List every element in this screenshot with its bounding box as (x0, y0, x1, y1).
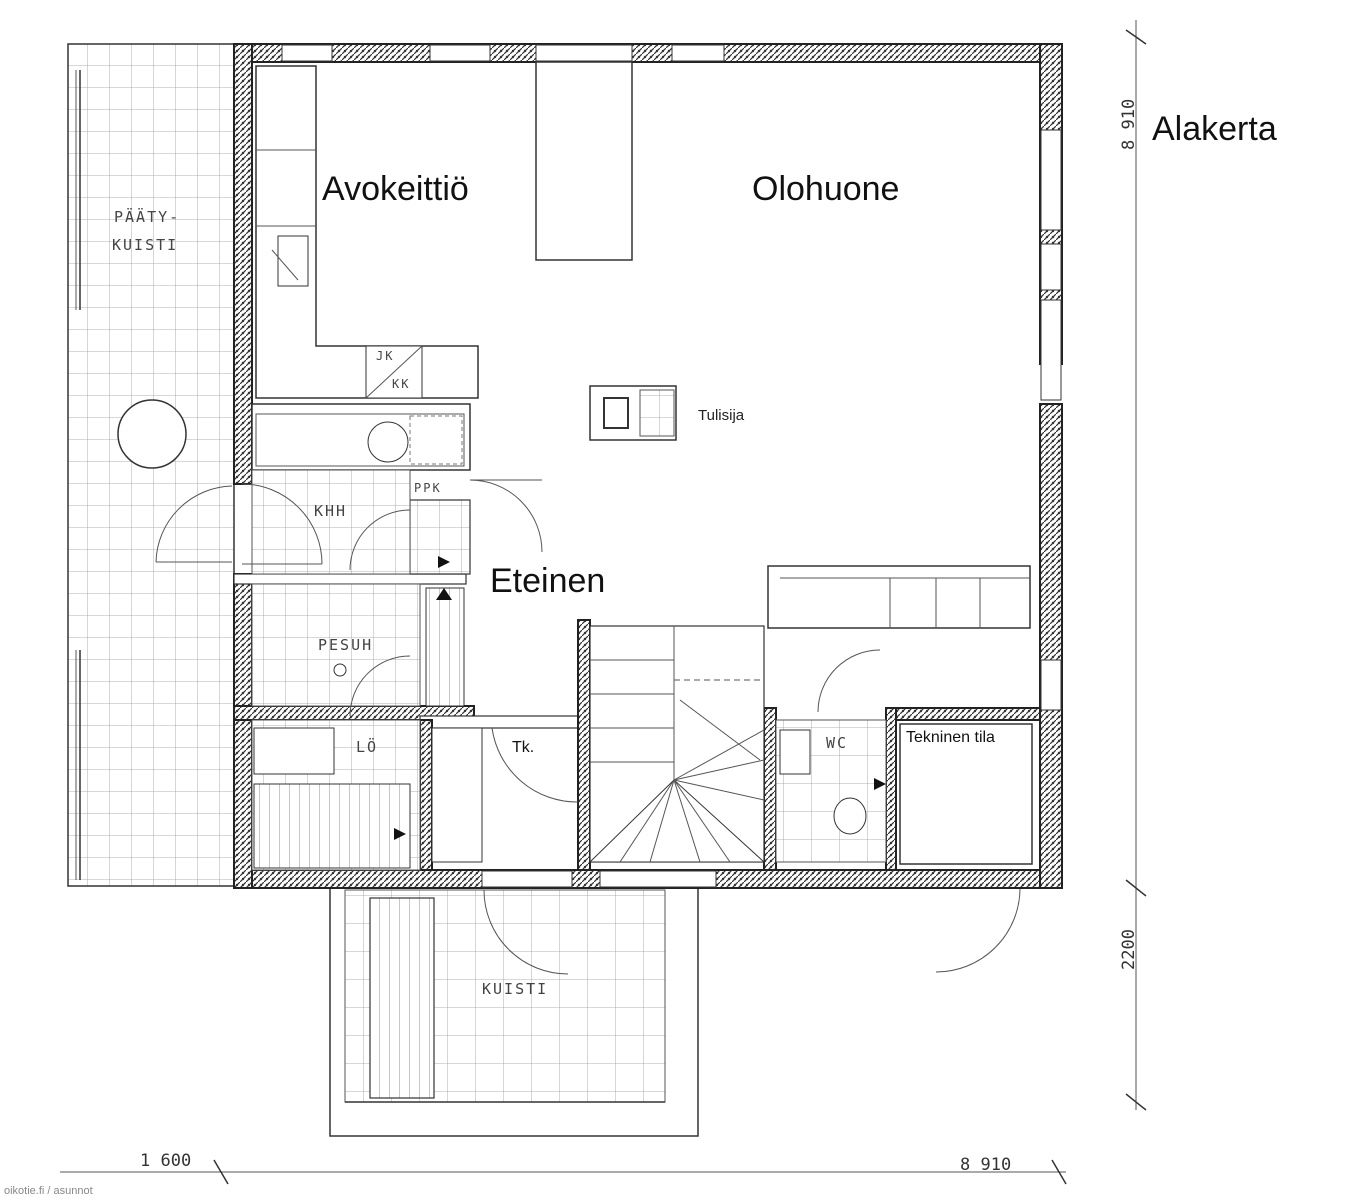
utility-label: KHH (314, 502, 347, 520)
wc-label: WC (826, 734, 848, 752)
kitchen-island (535, 61, 633, 261)
gable-porch-label-1: PÄÄTY- (114, 207, 180, 226)
tech-room-label: Tekninen tila (906, 729, 995, 746)
outer-walls (233, 43, 1063, 889)
dim-right-vertical: 8 910 (1119, 99, 1139, 150)
sauna-label: LÖ (356, 737, 378, 756)
dim-right-bottom: 8 910 (960, 1155, 1011, 1175)
closet (431, 727, 579, 863)
fireplace (589, 385, 677, 441)
hall-label: Eteinen (490, 562, 605, 600)
wash-sauna (251, 583, 465, 871)
watermark: oikotie.fi / asunnot (4, 1185, 93, 1197)
fireplace-label: Tulisija (698, 407, 745, 424)
gable-porch (67, 43, 235, 887)
porch-label: KUISTI (482, 980, 548, 998)
round-table (117, 399, 187, 469)
wc-room (775, 649, 1033, 865)
front-porch (329, 887, 1021, 1137)
wash-label: PESUH (318, 636, 373, 654)
dim-right-vertical-lower: 2200 (1119, 929, 1139, 970)
utility-room (241, 413, 543, 575)
kitchen-counters (255, 61, 633, 399)
living-room-label: Olohuone (752, 170, 899, 208)
closet-label: Tk. (512, 739, 534, 756)
fridge-label: JK (376, 349, 394, 363)
dim-left-bottom: 1 600 (140, 1151, 191, 1171)
stairs (588, 625, 766, 863)
sofa-bench (767, 565, 1031, 629)
freezer-label: KK (392, 377, 410, 391)
dryer-label: PPK (414, 481, 442, 495)
gable-porch-label-2: KUISTI (112, 236, 178, 254)
dimension-lines (60, 20, 1147, 1185)
kitchen-label: Avokeittiö (322, 170, 469, 208)
floor-title: Alakerta (1152, 110, 1277, 148)
